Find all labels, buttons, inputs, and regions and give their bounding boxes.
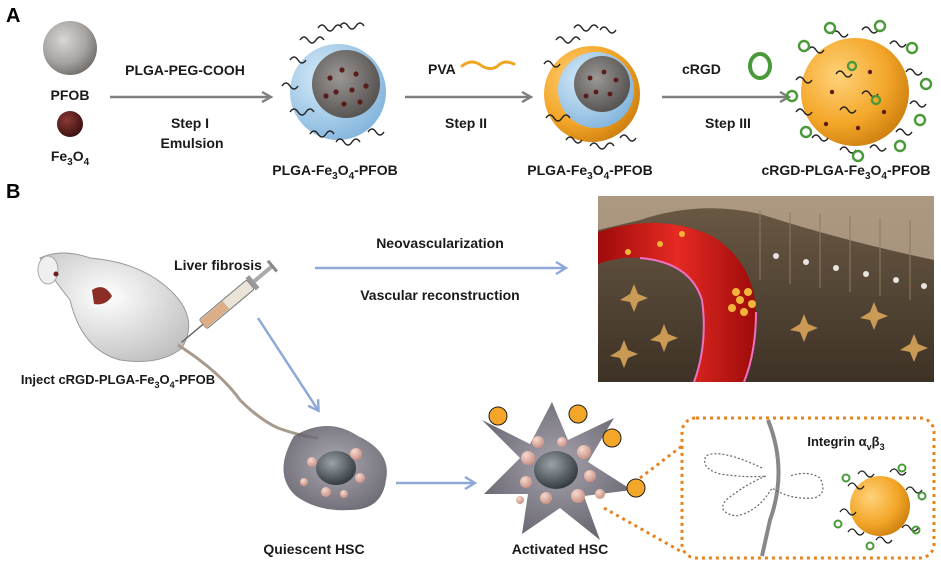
quiescent-hsc-cell [283,426,387,511]
step3-name: Step III [705,115,751,131]
activated-hsc-cell [482,402,646,540]
nanoparticle-2 [543,24,640,150]
quiescent-hsc-label: Quiescent HSC [263,541,364,557]
pfob-label: PFOB [51,87,90,103]
neovascularization-label: Neovascularization [376,235,504,251]
syringe-icon [181,259,278,343]
step1-name: Step I [171,115,209,131]
fe3o4-label: Fe3O4 [51,148,90,168]
product1-label: PLGA-Fe3O4-PFOB [272,162,397,182]
step2-name: Step II [445,115,487,131]
panel-a-label: A [6,5,20,27]
integrin-label: Integrin αvβ3 [807,434,884,452]
step1-reagent: PLGA-PEG-COOH [125,62,245,78]
step2-reagent: PVA [428,61,456,77]
inject-label: Inject cRGD-PLGA-Fe3O4-PFOB [21,372,215,390]
panel-b-label: B [6,181,20,203]
zoom-line-bottom [603,506,683,554]
cRGD-ring-icon [748,52,772,80]
vessel-scene [598,196,934,383]
pfob-sphere [43,21,97,75]
nanoparticle-1 [281,22,386,146]
step3-reagent: cRGD [682,61,721,77]
product3-label: cRGD-PLGA-Fe3O4-PFOB [761,162,930,182]
nanoparticle-3 [785,19,933,163]
vascular-reconstruction-label: Vascular reconstruction [360,287,520,303]
pva-strand [460,60,516,71]
product2-label: PLGA-Fe3O4-PFOB [527,162,652,182]
mouse-illustration [37,252,319,440]
zoom-line-top [639,444,683,480]
integrin-inset [680,416,936,560]
fe3o4-sphere [57,111,83,137]
arrow-to-quiescent [256,317,318,410]
liver-fibrosis-label: Liver fibrosis [174,257,262,273]
activated-hsc-label: Activated HSC [512,541,608,557]
step1-method: Emulsion [160,135,223,151]
